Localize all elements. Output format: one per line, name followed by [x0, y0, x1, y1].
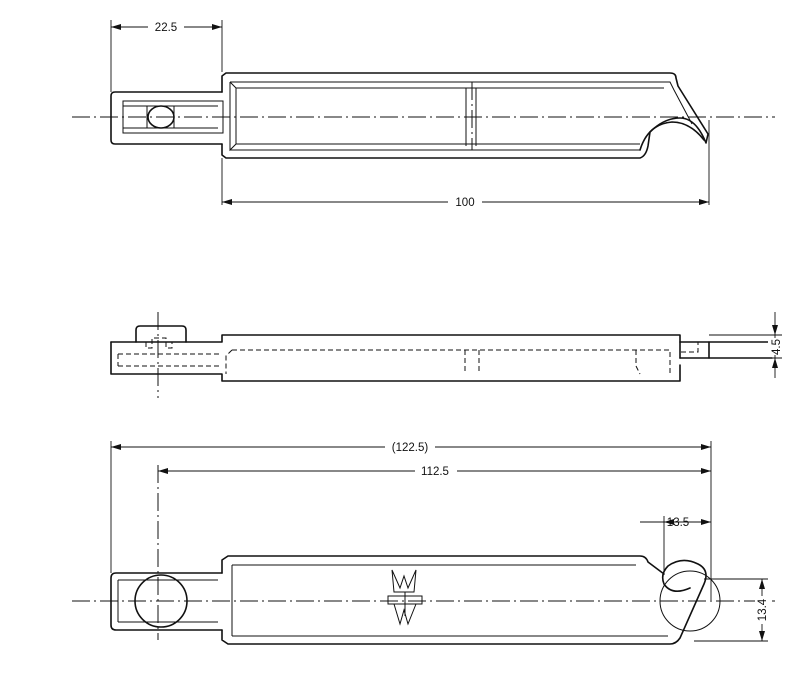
top-view-tail-slot	[122, 100, 224, 134]
top-view-body-outline	[221, 72, 709, 159]
dim-tail-length: 22.5	[155, 22, 177, 34]
top-view: 22.5 100	[72, 18, 775, 210]
top-view-tail-outline	[110, 91, 223, 145]
dim-hook-height: 13.4	[757, 598, 769, 621]
side-view-pin-head	[135, 325, 187, 343]
bottom-view-tail-outline	[110, 572, 223, 631]
crown-logo-icon	[387, 569, 423, 626]
dim-overall-length: (122.5)	[392, 442, 429, 454]
bottom-view-body-outline	[221, 555, 707, 645]
bottom-view-hook-circle	[659, 570, 721, 632]
top-view-hook	[639, 121, 705, 151]
side-view-tail	[110, 334, 773, 343]
bottom-view: (122.5) 112.5 13.5 13.4	[72, 439, 775, 645]
dim-pin-to-tip: 112.5	[421, 466, 449, 478]
side-view: 4.5	[110, 312, 784, 398]
dim-thickness: 4.5	[771, 339, 783, 355]
dim-body-length: 100	[455, 197, 474, 209]
bottom-view-pin-circle	[134, 574, 188, 628]
dim-hook-offset: 13.5	[667, 517, 689, 529]
